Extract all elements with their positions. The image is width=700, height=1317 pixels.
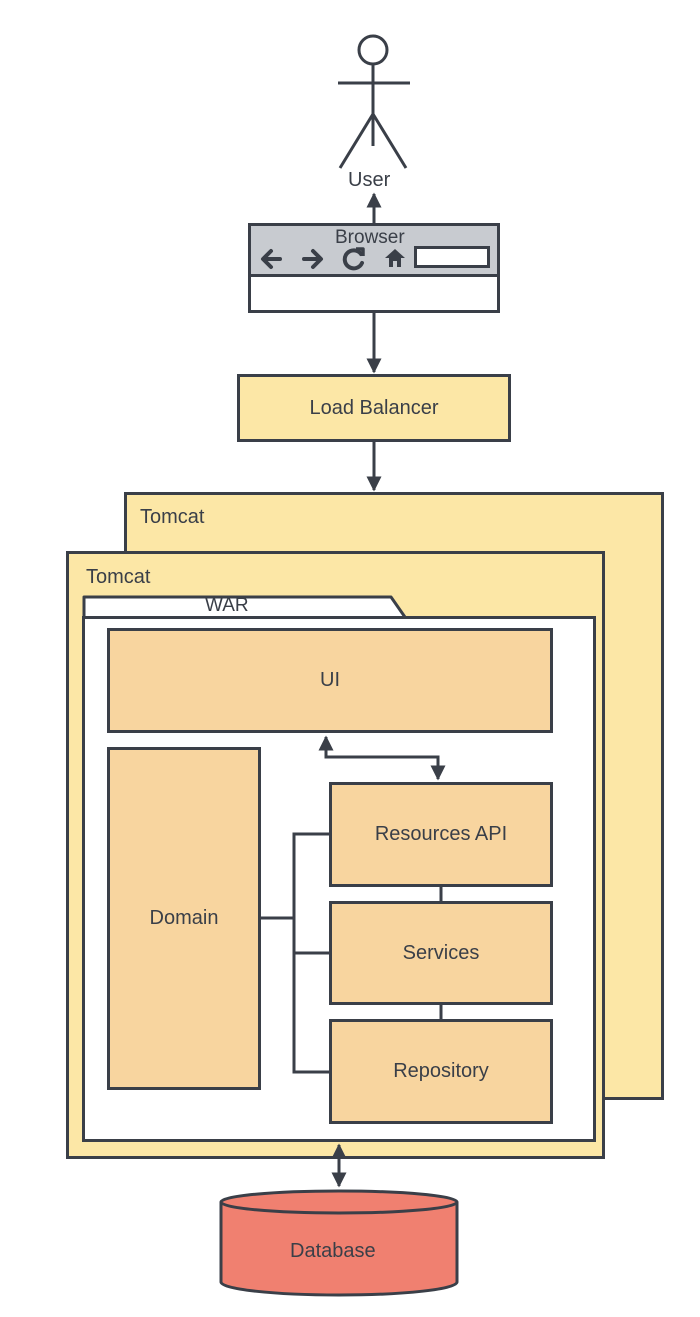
home-icon [385,249,405,267]
tomcat-back-label: Tomcat [140,506,205,528]
reload-icon [342,247,365,271]
load-balancer-label: Load Balancer [309,396,439,419]
back-arrow-icon [261,249,282,269]
forward-arrow-icon [302,249,323,269]
repository-label: Repository [393,1060,489,1082]
load-balancer-box: Load Balancer [237,374,511,442]
arrow-ui-resources-api [318,735,446,781]
user-icon [338,34,410,169]
browser-label: Browser [335,227,405,248]
resources-api-box: Resources API [329,782,553,887]
domain-label: Domain [149,907,219,929]
war-label: WAR [205,595,249,616]
address-bar [414,246,490,268]
repository-box: Repository [329,1019,553,1124]
services-box: Services [329,901,553,1005]
services-label: Services [402,941,480,964]
user-label: User [348,169,391,191]
database-label: Database [290,1240,376,1262]
browser-window: Browser [248,223,500,313]
ui-label: UI [320,669,340,691]
ui-box: UI [107,628,553,733]
war-tab [82,595,409,621]
database-cylinder [219,1189,459,1297]
domain-box: Domain [107,747,261,1090]
tomcat-front-label: Tomcat [86,566,151,588]
resources-api-label: Resources API [374,823,508,845]
